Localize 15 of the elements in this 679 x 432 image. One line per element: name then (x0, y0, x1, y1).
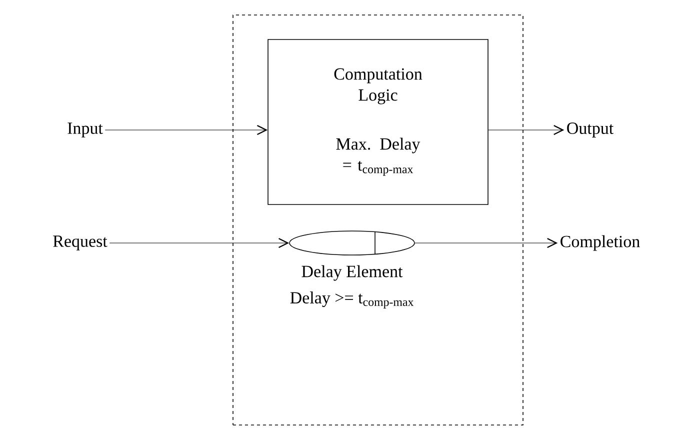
delay-ellipse (289, 230, 415, 256)
dashed-boundary (232, 14, 524, 426)
process-box (268, 39, 488, 205)
box-text: Computation Logic (334, 68, 422, 104)
signal-label: Input (68, 122, 103, 138)
arrow (104, 124, 268, 136)
box-text: Max. Delay = t$_{comp-max}$ (336, 138, 420, 176)
node-caption: Delay >= t$_{comp-max}$ (290, 292, 414, 308)
signal-label: Request (53, 236, 108, 250)
signal-label: Completion (560, 235, 640, 251)
node-caption: Delay Element (302, 265, 403, 281)
arrow (109, 238, 290, 248)
arrow (414, 238, 558, 248)
signal-label: Output (567, 122, 614, 138)
arrow (488, 124, 564, 136)
